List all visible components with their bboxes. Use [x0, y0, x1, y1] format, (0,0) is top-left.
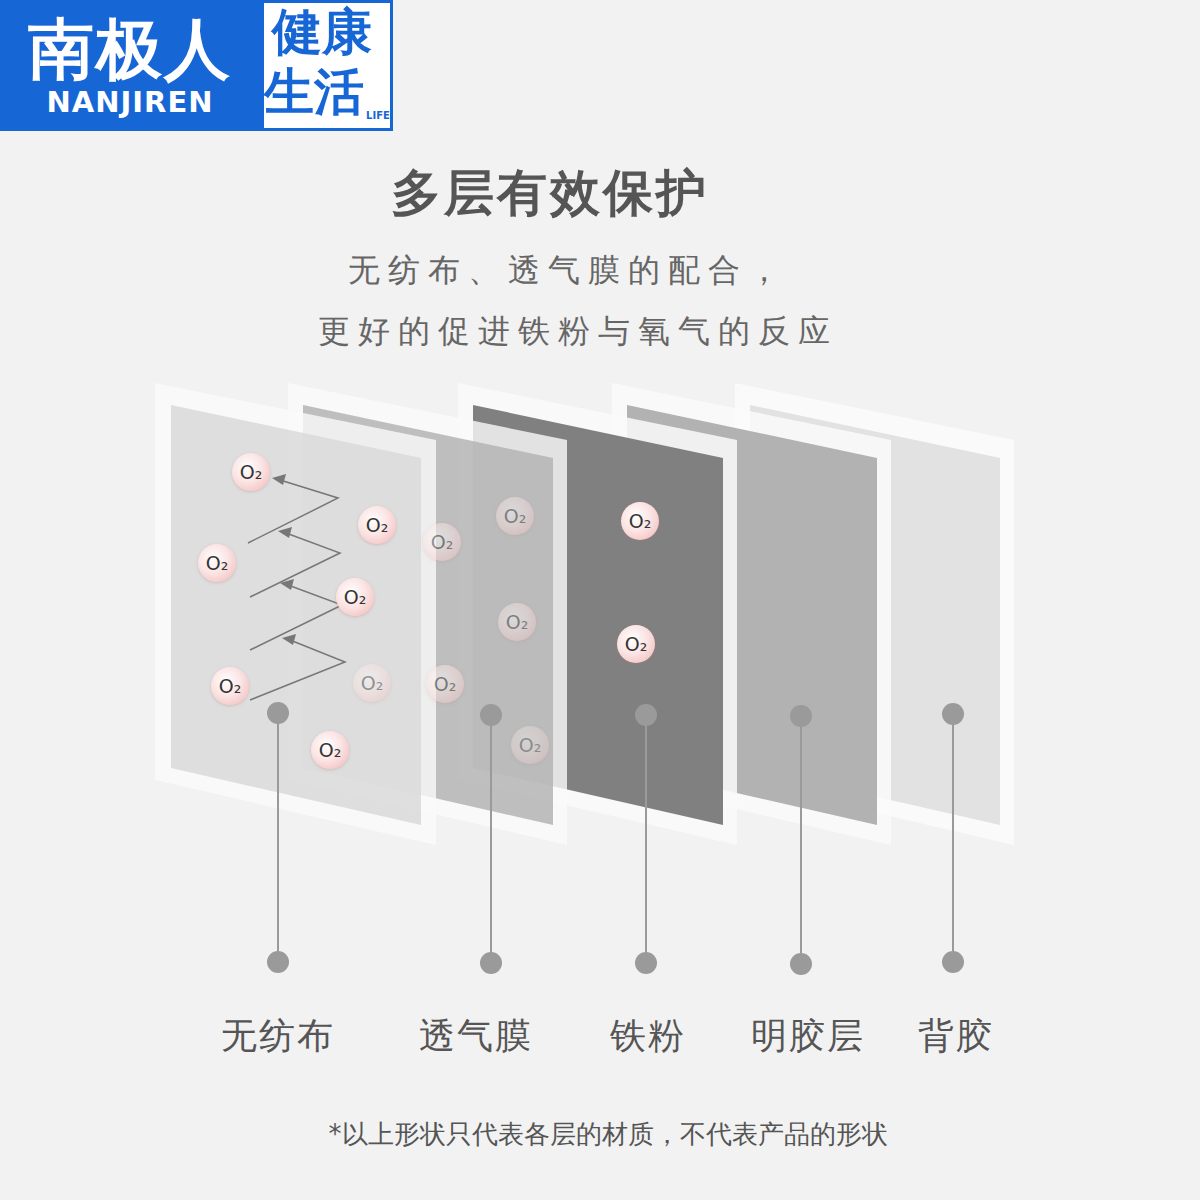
layer-name: 铁粉	[610, 1015, 686, 1056]
leader-dots	[267, 702, 964, 975]
molecule-label: O₂	[504, 507, 527, 526]
layer-name: 明胶层	[751, 1015, 865, 1056]
molecule-label: O₂	[240, 463, 263, 482]
oxygen-molecule: O₂	[211, 667, 249, 705]
zigzag-arrows	[248, 480, 345, 700]
oxygen-molecule: O₂	[496, 497, 534, 535]
oxygen-molecule: O₂	[311, 731, 349, 769]
logo-text: 南极人	[28, 12, 232, 88]
oxygen-molecule: O₂	[423, 523, 461, 561]
oxygen-molecule: O₂	[198, 544, 236, 582]
logo-small: LIFE	[366, 110, 390, 122]
oxygen-molecule: O₂	[617, 625, 655, 663]
molecule-label: O₂	[519, 736, 542, 755]
logo-ground	[0, 0, 393, 131]
oxygen-molecule: O₂	[426, 665, 464, 703]
layer-name: 背胶	[918, 1015, 994, 1056]
molecule-label: O₂	[431, 533, 454, 552]
oxygen-molecule: O₂	[353, 664, 391, 702]
leader-lines	[278, 713, 953, 964]
arrow-heads	[272, 474, 296, 645]
molecule-label: O₂	[361, 674, 384, 693]
title: 多层有效保护	[391, 165, 709, 223]
layer-name: 无纺布	[221, 1015, 335, 1056]
oxygen-molecule: O₂	[358, 506, 396, 544]
oxygen-molecule: O₂	[336, 578, 374, 616]
molecule-label: O₂	[434, 675, 457, 694]
oxygen-molecule: O₂	[232, 453, 270, 491]
subtitle-line: 更好的促进铁粉与氧气的反应	[318, 313, 838, 350]
molecule-label: O₂	[206, 554, 229, 573]
molecule-label: O₂	[344, 588, 367, 607]
logo-slogan: 生活	[264, 64, 364, 122]
logo-latin: NANJIREN	[47, 86, 214, 119]
oxygen-molecule: O₂	[511, 726, 549, 764]
logo-box	[264, 3, 390, 128]
layer-name: 透气膜	[419, 1015, 533, 1056]
molecule-label: O₂	[506, 613, 529, 632]
molecule-label: O₂	[625, 635, 648, 654]
layers	[155, 383, 1014, 845]
molecule-label: O₂	[219, 677, 242, 696]
footnote: *以上形状只代表各层的材质，不代表产品的形状	[329, 1120, 888, 1150]
logo-slogan: 健康	[272, 4, 372, 62]
molecule-label: O₂	[319, 741, 342, 760]
oxygen-molecule: O₂	[498, 603, 536, 641]
molecule-label: O₂	[366, 516, 389, 535]
oxygen-molecule: O₂	[621, 502, 659, 540]
molecule-label: O₂	[629, 512, 652, 531]
subtitle-line: 无纺布、透气膜的配合，	[348, 252, 788, 289]
